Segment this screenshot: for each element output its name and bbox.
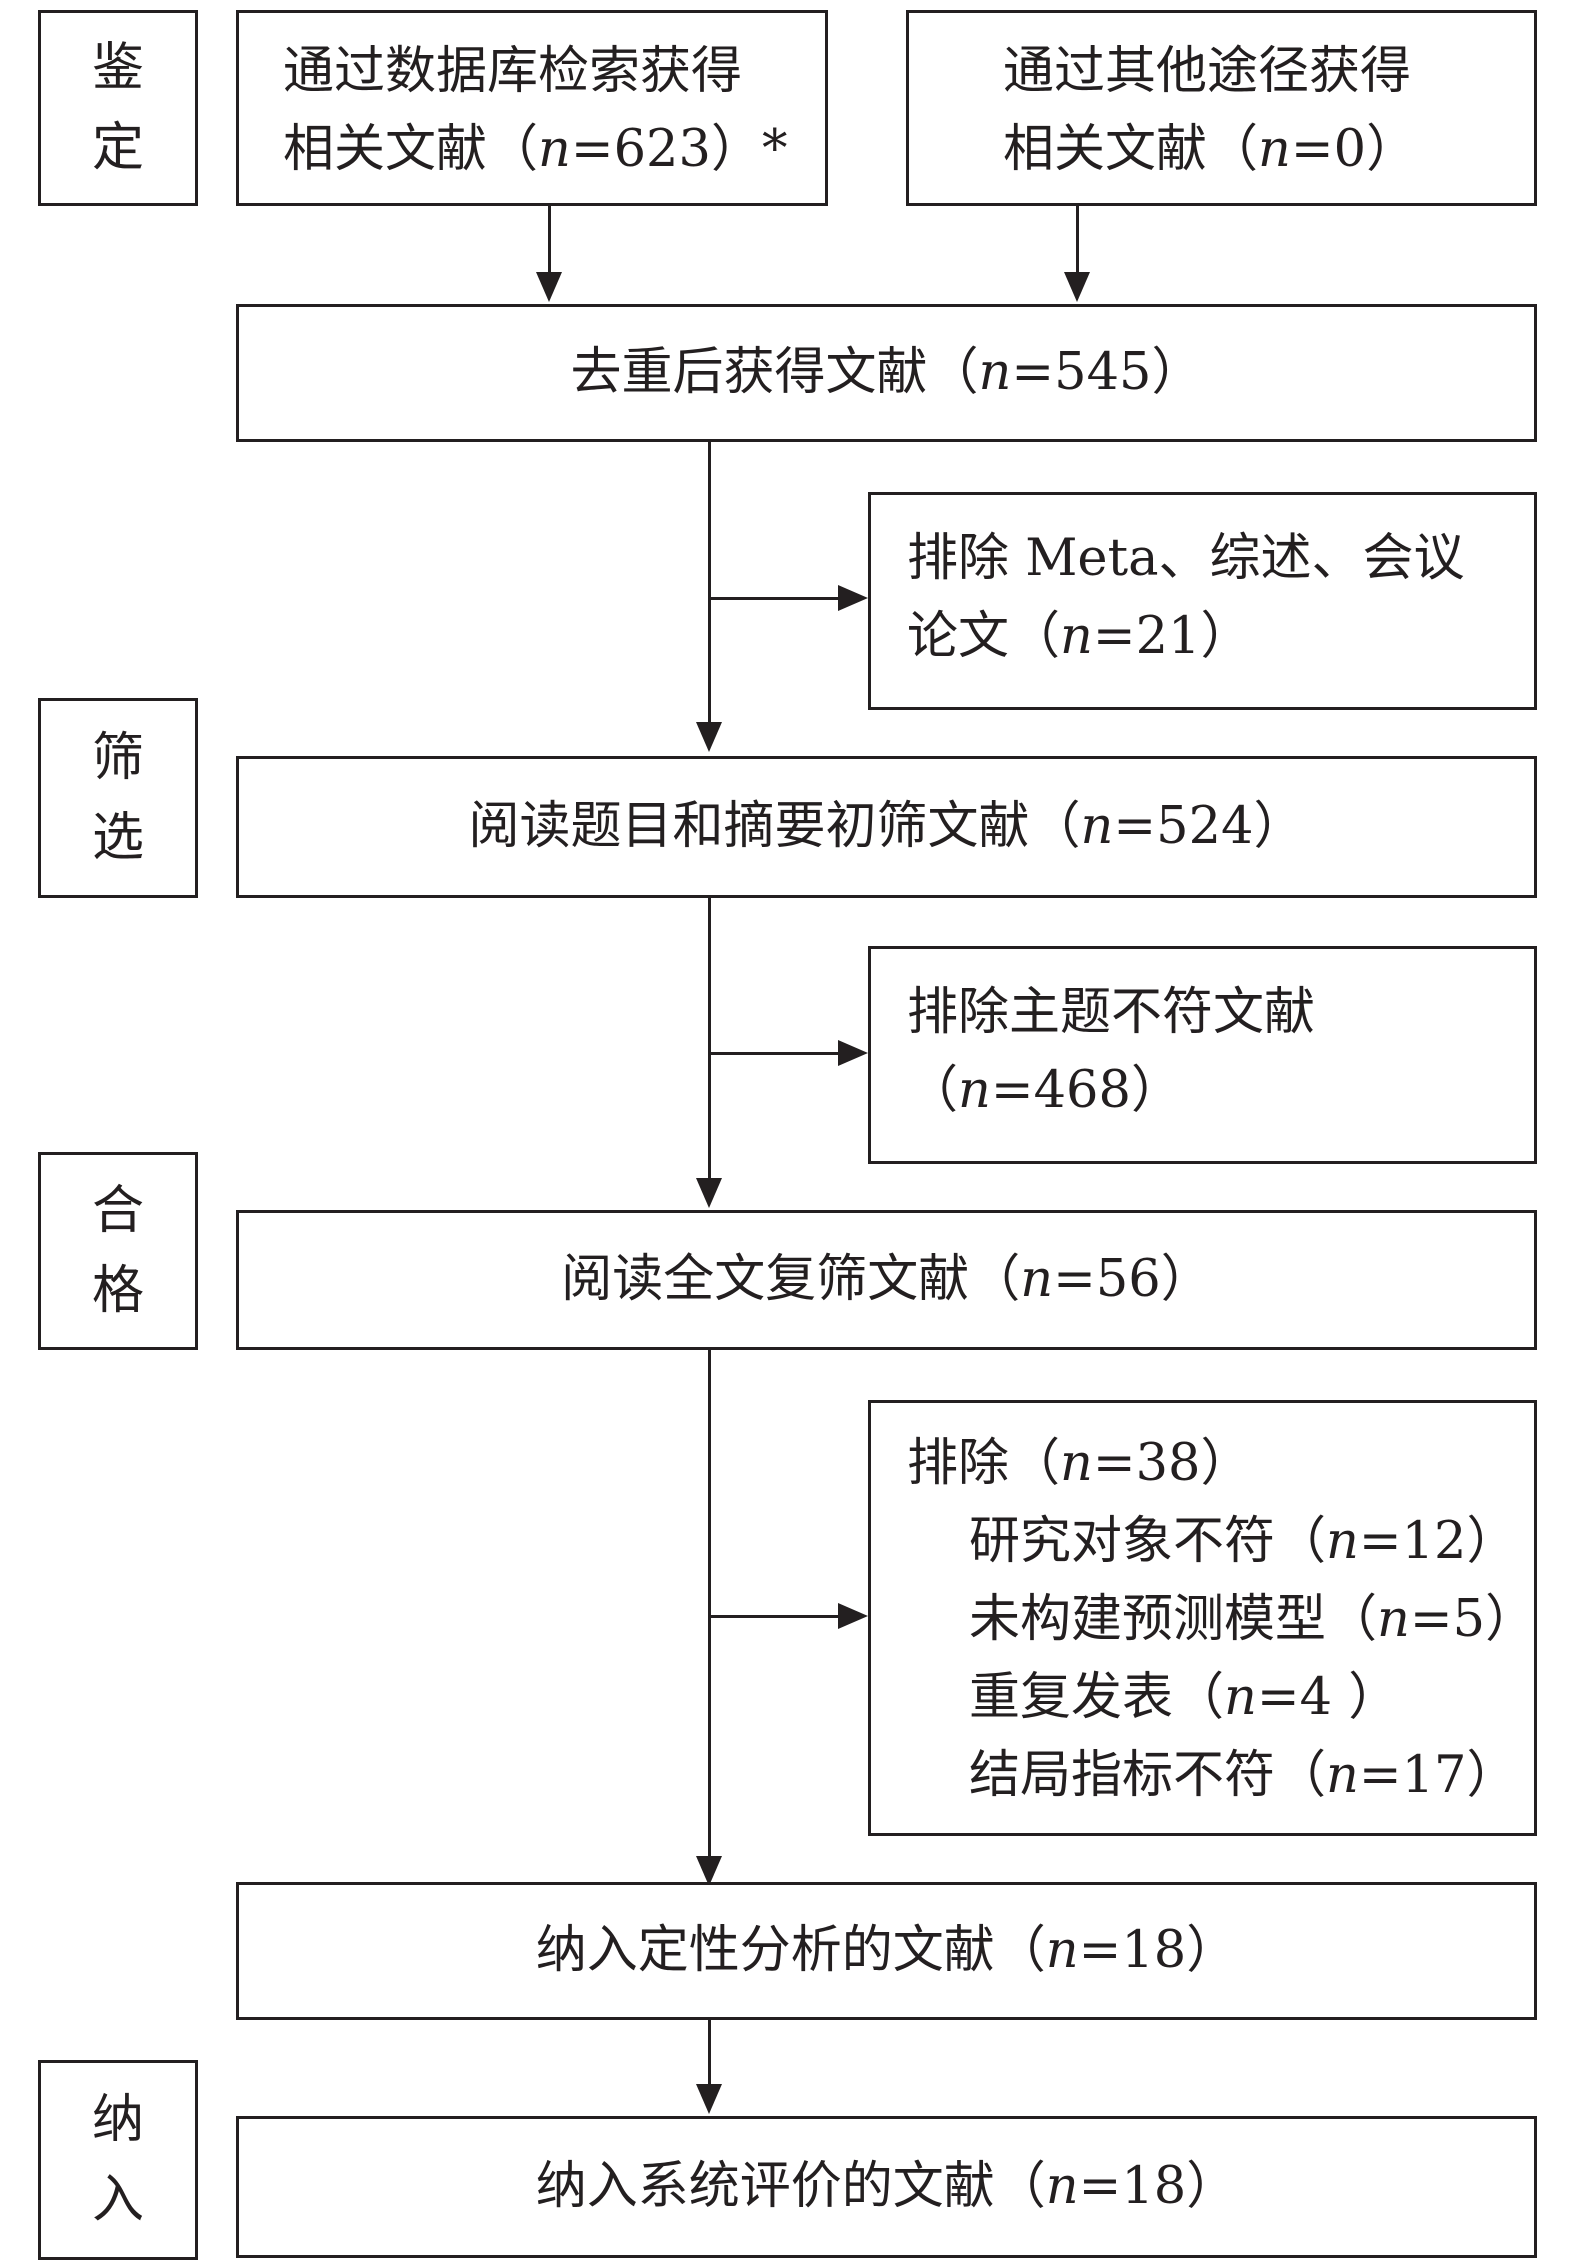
exclude-fulltext-box: 排除（n=38） 研究对象不符（n=12） 未构建预测模型（n=5） 重复发表（… — [868, 1400, 1537, 1836]
connector-line — [1076, 206, 1079, 272]
exclude-topic-line1: 排除主题不符文献 — [907, 983, 1316, 1042]
connector-line — [710, 1615, 840, 1618]
title-abstract-box: 阅读题目和摘要初筛文献（n=524） — [236, 756, 1537, 898]
stage-char: 选 — [91, 808, 144, 868]
arrow-down-icon — [696, 722, 722, 752]
stage-char: 合 — [91, 1181, 144, 1241]
stage-char: 格 — [91, 1261, 144, 1321]
exclude-fulltext-header: 排除（n=38） — [907, 1434, 1252, 1493]
stage-char: 纳 — [91, 2090, 144, 2150]
title-abstract-text: 阅读题目和摘要初筛文献（n=524） — [468, 797, 1305, 856]
arrow-right-icon — [838, 1040, 868, 1066]
arrow-right-icon — [838, 1603, 868, 1629]
connector-line — [708, 898, 711, 1178]
systematic-review-text: 纳入系统评价的文献（n=18） — [535, 2157, 1238, 2216]
exclude-meta-line1: 排除 Meta、综述、会议 — [907, 529, 1465, 588]
stage-char: 鉴 — [91, 38, 144, 98]
other-sources-box: 通过其他途径获得 相关文献（n=0） — [906, 10, 1537, 206]
arrow-right-icon — [838, 585, 868, 611]
connector-line — [710, 1052, 840, 1055]
connector-line — [708, 2020, 711, 2084]
connector-line — [708, 442, 711, 722]
systematic-review-box: 纳入系统评价的文献（n=18） — [236, 2116, 1537, 2258]
connector-line — [710, 597, 840, 600]
exclude-topic-box: 排除主题不符文献 （n=468） — [868, 946, 1537, 1164]
connector-line — [708, 1350, 711, 1856]
stage-identification: 鉴 定 — [38, 10, 198, 206]
stage-screening: 筛 选 — [38, 698, 198, 898]
database-search-line1: 通过数据库检索获得 — [283, 42, 743, 101]
exclude-topic-line2: （n=468） — [907, 1061, 1182, 1120]
arrow-down-icon — [536, 272, 562, 302]
arrow-down-icon — [696, 2084, 722, 2114]
after-dedup-box: 去重后获得文献（n=545） — [236, 304, 1537, 442]
full-text-box: 阅读全文复筛文献（n=56） — [236, 1210, 1537, 1350]
exclude-reason-item: 重复发表（n=4 ） — [969, 1668, 1400, 1727]
stage-eligibility: 合 格 — [38, 1152, 198, 1350]
stage-included: 纳 入 — [38, 2060, 198, 2260]
exclude-reason-item: 未构建预测模型（n=5） — [969, 1590, 1537, 1649]
database-search-box: 通过数据库检索获得 相关文献（n=623）* — [236, 10, 828, 206]
arrow-down-icon — [1064, 272, 1090, 302]
other-sources-line2: 相关文献（n=0） — [1003, 120, 1418, 179]
qualitative-text: 纳入定性分析的文献（n=18） — [535, 1921, 1238, 1980]
exclude-meta-line2: 论文（n=21） — [907, 607, 1252, 666]
stage-char: 筛 — [91, 728, 144, 788]
exclude-reason-item: 研究对象不符（n=12） — [969, 1512, 1518, 1571]
stage-char: 入 — [91, 2170, 144, 2230]
full-text-text: 阅读全文复筛文献（n=56） — [561, 1250, 1212, 1309]
stage-char: 定 — [91, 118, 144, 178]
qualitative-box: 纳入定性分析的文献（n=18） — [236, 1882, 1537, 2020]
arrow-down-icon — [696, 1856, 722, 1886]
other-sources-line1: 通过其他途径获得 — [1003, 42, 1412, 101]
exclude-reason-item: 结局指标不符（n=17） — [969, 1746, 1518, 1805]
database-search-line2: 相关文献（n=623）* — [283, 120, 788, 179]
exclude-meta-box: 排除 Meta、综述、会议 论文（n=21） — [868, 492, 1537, 710]
arrow-down-icon — [696, 1178, 722, 1208]
after-dedup-text: 去重后获得文献（n=545） — [570, 343, 1203, 402]
connector-line — [548, 206, 551, 272]
